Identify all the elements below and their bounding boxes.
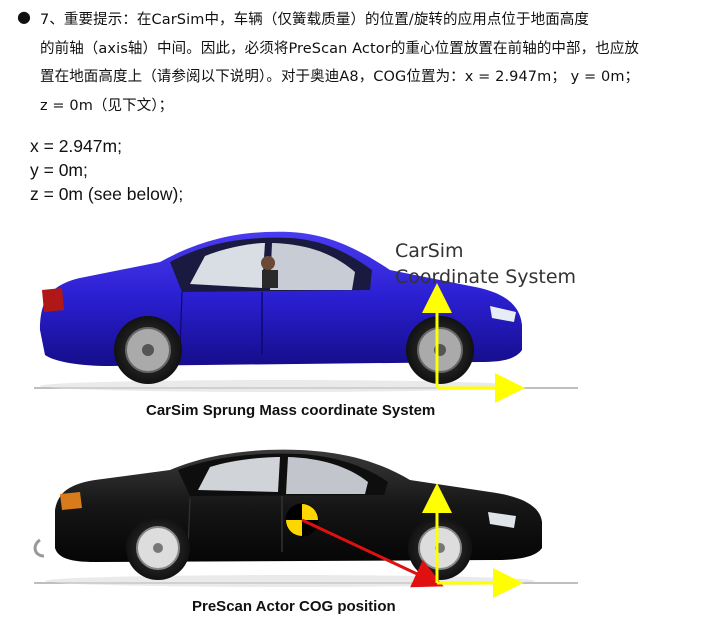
blue-sedan-illustration (40, 231, 522, 384)
carsim-label-line1: CarSim (395, 240, 464, 262)
carsim-coordinate-label: CarSim Coordinate System (395, 238, 576, 290)
note-line-3: 置在地面高度上（请参阅以下说明）。对于奥迪A8，COG位置为：x = 2.947… (40, 69, 640, 85)
caption-prescan: PreScan Actor COG position (192, 598, 396, 615)
note-line-1: 7、重要提示：在CarSim中，车辆（仅簧载质量）的位置/旋转的应用点位于地面高… (40, 12, 590, 28)
cog-offset-arrow (301, 518, 444, 588)
note-paragraph: 7、重要提示：在CarSim中，车辆（仅簧载质量）的位置/旋转的应用点位于地面高… (40, 6, 710, 120)
caption-carsim: CarSim Sprung Mass coordinate System (146, 402, 436, 419)
coord-z: z = 0m (see below); (30, 184, 184, 204)
coord-x: x = 2.947m; (30, 136, 122, 156)
note-line-4: z = 0m（见下文）； (40, 97, 174, 114)
bullet-dot: ● (17, 7, 31, 26)
note-line-2: 的前轴（axis轴）中间。因此，必须将PreScan Actor的重心位置放置在… (40, 40, 640, 57)
coord-y: y = 0m; (30, 160, 88, 180)
carsim-label-line2: Coordinate System (395, 266, 577, 288)
cog-coordinates: x = 2.947m; y = 0m; z = 0m (see below); (30, 134, 183, 206)
